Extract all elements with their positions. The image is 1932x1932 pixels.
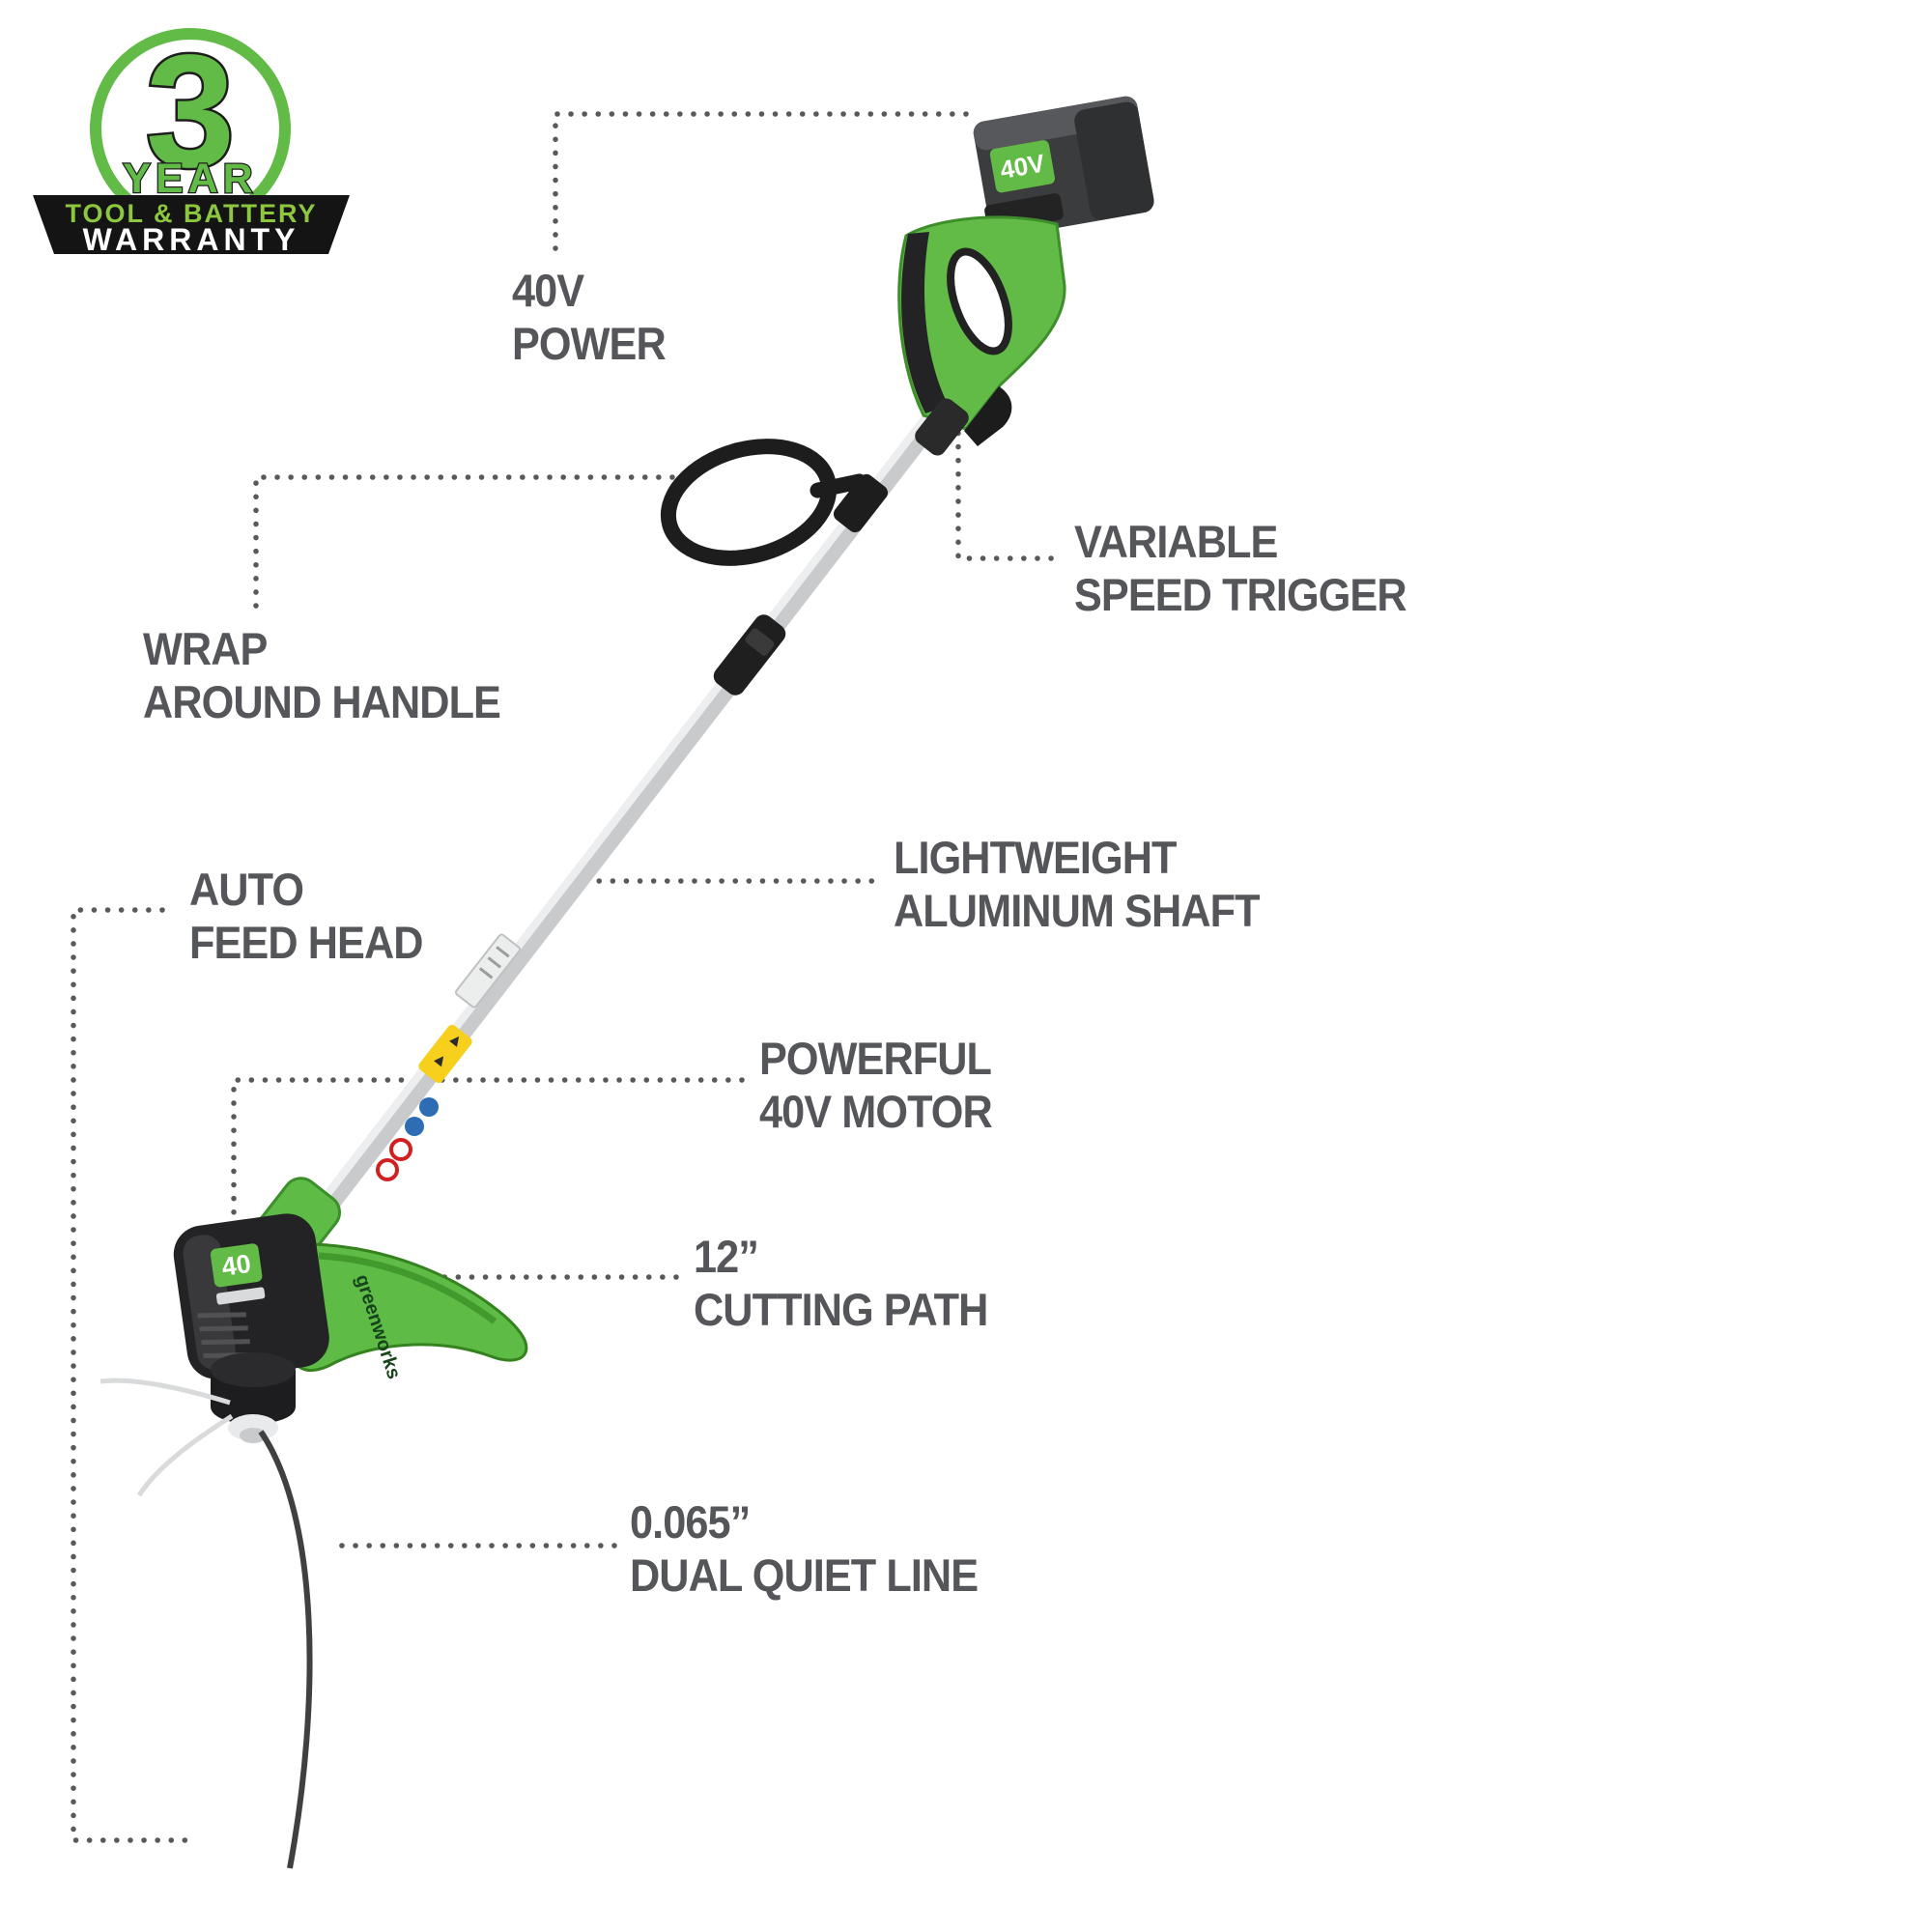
callout-line: DUAL QUIET LINE — [630, 1549, 979, 1601]
head-label: 40 — [220, 1249, 253, 1282]
callout-line: AROUND HANDLE — [143, 676, 501, 727]
handle-grip — [901, 232, 949, 413]
badge-number: 3 — [146, 22, 235, 201]
callout-line: ALUMINUM SHAFT — [894, 885, 1261, 936]
head-label-plate — [210, 1243, 263, 1288]
trimmer-line — [99, 1378, 313, 1869]
shaft-coupler — [713, 614, 786, 696]
leader-speed-trigger — [955, 376, 1064, 561]
callout-wrap-handle: WRAP AROUND HANDLE — [143, 622, 501, 728]
handle-opening — [947, 247, 1012, 355]
shaft-collar — [915, 398, 969, 456]
callout-quiet-line: 0.065” DUAL QUIET LINE — [630, 1495, 979, 1602]
callout-line: 40V — [512, 265, 584, 316]
callout-line: 0.065” — [630, 1496, 751, 1548]
warning-stickers — [376, 1024, 472, 1181]
callout-line: WRAP — [143, 623, 268, 674]
callout-40v-motor: POWERFUL 40V MOTOR — [759, 1032, 993, 1138]
variable-speed-trigger — [964, 386, 1012, 446]
handle-housing — [897, 193, 1066, 456]
handle-clamp — [833, 473, 889, 533]
motor-housing: 40 — [173, 1213, 329, 1379]
aluminum-shaft — [306, 410, 943, 1230]
callout-line: SPEED TRIGGER — [1074, 569, 1407, 620]
leader-40v-power — [553, 111, 969, 252]
callout-line: VARIABLE — [1074, 516, 1278, 567]
shaft-info-label — [454, 933, 522, 1009]
callout-line: 12” — [694, 1231, 759, 1282]
callout-line: LIGHTWEIGHT — [894, 832, 1177, 883]
callout-line: FEED HEAD — [189, 917, 424, 968]
callout-aluminum-shaft: LIGHTWEIGHT ALUMINUM SHAFT — [894, 831, 1261, 937]
callout-line: CUTTING PATH — [694, 1284, 988, 1335]
badge-year-label: YEAR — [123, 156, 257, 202]
trimmer-line-extended — [258, 1430, 313, 1869]
callout-line: POWER — [512, 318, 667, 369]
wrap-around-handle — [660, 439, 889, 566]
callout-cutting-path: 12” CUTTING PATH — [694, 1230, 988, 1336]
callout-speed-trigger: VARIABLE SPEED TRIGGER — [1074, 515, 1407, 621]
callout-line: AUTO — [189, 864, 304, 915]
badge-banner-line2: WARRANTY — [83, 222, 300, 257]
badge-banner-line1: TOOL & BATTERY — [65, 199, 317, 228]
callout-40v-power: 40V POWER — [512, 264, 667, 370]
badge-banner — [33, 195, 350, 254]
callout-auto-feed-head: AUTO FEED HEAD — [189, 863, 424, 969]
callout-line: 40V MOTOR — [759, 1086, 993, 1137]
battery-label-plate — [989, 140, 1055, 193]
feed-head-spool — [211, 1352, 296, 1443]
leader-auto-feed-head — [71, 907, 196, 1843]
warranty-badge: 3 YEAR TOOL & BATTERY WARRANTY — [33, 20, 350, 257]
leader-wrap-handle — [253, 474, 675, 615]
callout-line: POWERFUL — [759, 1033, 992, 1084]
